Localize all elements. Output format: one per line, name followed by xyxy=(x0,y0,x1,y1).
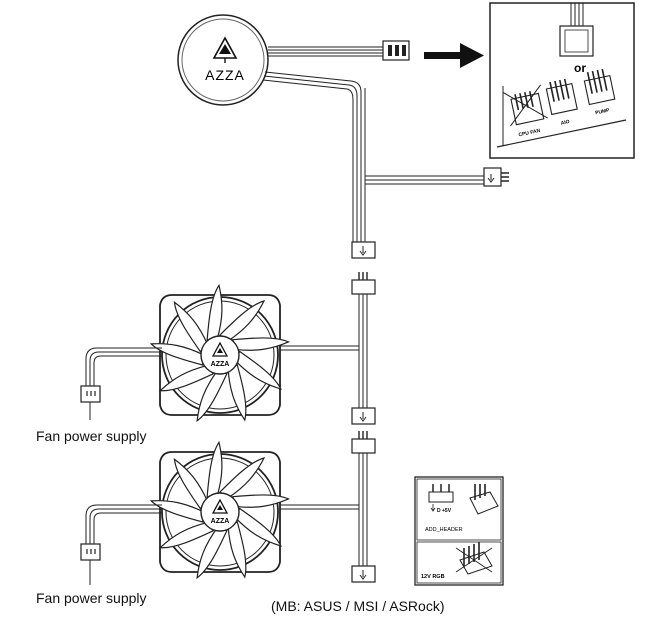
fan1-power-cable xyxy=(85,347,162,388)
hub-connector xyxy=(382,40,410,61)
chain-connector-1-bottom xyxy=(351,407,376,425)
fan-1-logo-icon xyxy=(211,341,229,357)
fan2-rgb-cable xyxy=(276,504,359,510)
rgb-header-inset: D +5V ADD_HEADER 12V RGB xyxy=(414,476,504,586)
fan2-power-cable xyxy=(85,504,162,546)
fan1-power-connector xyxy=(80,385,101,420)
cpu-fan-header-label: CPU FAN xyxy=(518,128,541,139)
or-label: or xyxy=(574,61,586,75)
rgb-12v-label: 12V RGB xyxy=(421,574,445,580)
side-connector xyxy=(483,167,509,187)
aio-header-label: AIO xyxy=(560,119,570,127)
chain-connector-2-top xyxy=(351,431,376,454)
fan-1-logo-text: AZZA xyxy=(211,361,230,368)
chain-connector-1-top xyxy=(351,272,376,295)
motherboard-compatibility-note: (MB: ASUS / MSI / ASRock) xyxy=(271,598,445,614)
cpu-fan-header: CPU FAN xyxy=(503,84,548,139)
hub-down-connector xyxy=(351,241,376,259)
fan-power-supply-label-2: Fan power supply xyxy=(36,590,147,606)
arrow-to-motherboard-icon xyxy=(424,43,484,68)
aio-header: AIO xyxy=(545,78,578,127)
add-header-plug xyxy=(469,484,499,515)
hub-cable-down xyxy=(262,71,485,243)
fan-1: AZZA xyxy=(150,284,290,422)
pump-header: PUMP xyxy=(583,68,616,116)
pump-header-label: PUMP xyxy=(595,107,611,116)
pin-label: D +5V xyxy=(437,508,452,514)
hub-cable-right xyxy=(268,46,383,57)
add-header-label: ADD_HEADER xyxy=(425,527,463,533)
controller-hub: AZZA xyxy=(177,14,269,106)
fan2-power-connector xyxy=(80,543,101,585)
fan-2-logo-icon xyxy=(211,498,229,514)
motherboard-inset: or CPU FAN AIO PUMP xyxy=(489,2,635,159)
fan-2: AZZA xyxy=(150,441,290,579)
rgb-12v-header xyxy=(455,542,493,575)
fan1-rgb-cable xyxy=(276,345,359,351)
fan-2-logo-text: AZZA xyxy=(211,518,230,525)
azza-logo-icon xyxy=(212,36,238,63)
hub-logo-text: AZZA xyxy=(205,67,245,83)
chain-cable xyxy=(358,290,368,568)
chain-connector-2-bottom xyxy=(351,565,376,583)
fan-power-supply-label-1: Fan power supply xyxy=(36,428,147,444)
